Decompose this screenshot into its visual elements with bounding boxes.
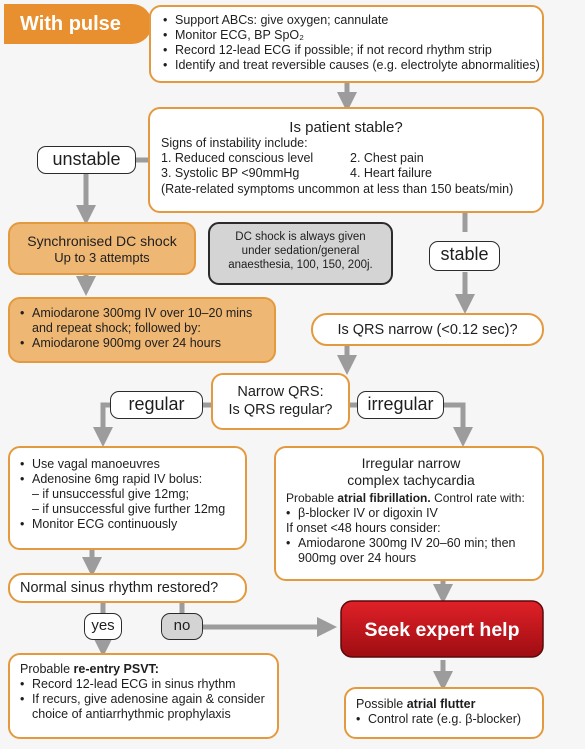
probable-af-line: Probable atrial fibrillation. Control ra… (286, 491, 536, 506)
onset-note: If onset <48 hours consider: (286, 521, 441, 535)
psvt-diagnosis: re-entry PSVT: (73, 662, 159, 676)
flutter-prefix: Possible (356, 697, 407, 711)
flutter-diagnosis: atrial flutter (406, 697, 476, 711)
psvt-prefix: Probable (20, 662, 74, 676)
flutter-item: Control rate (e.g. β-blocker) (356, 712, 538, 727)
irregular-treatment-box: Irregular narrow complex tachycardia Pro… (274, 446, 544, 581)
psvt-item: Record 12-lead ECG in sinus rhythm (20, 677, 271, 692)
initial-steps-box: Support ABCs: give oxygen; cannulate Mon… (149, 5, 544, 83)
flutter-heading: Possible atrial flutter (356, 697, 538, 712)
regular-treatment-list: Use vagal manoeuvres Adenosine 6mg rapid… (20, 457, 239, 487)
irregular-title-line2: complex tachycardia (347, 472, 475, 488)
amiodarone-list: Amiodarone 300mg IV over 10–20 mins and … (20, 306, 266, 351)
regular-treatment-list-2: Monitor ECG continuously (20, 517, 239, 532)
dc-shock-title: Synchronised DC shock (27, 233, 177, 249)
sinus-rhythm-question: Normal sinus rhythm restored? (20, 580, 219, 596)
patient-stable-box: Is patient stable? Signs of instability … (148, 107, 544, 213)
yes-label: yes (84, 613, 122, 640)
dc-shock-note-box: DC shock is always given under sedation/… (208, 222, 393, 285)
adenosine-step: – if unsuccessful give further 12mg (32, 502, 226, 516)
unstable-label: unstable (37, 146, 136, 174)
instability-intro: Signs of instability include: (161, 136, 308, 150)
with-pulse-title: With pulse (4, 4, 152, 44)
dc-shock-subtitle: Up to 3 attempts (54, 250, 150, 265)
arrow-irregular-to-treatment (444, 402, 473, 447)
probable-af-suffix: Control rate with: (430, 491, 525, 505)
instability-row-1: 1. Reduced conscious level 2. Chest pain (161, 151, 542, 166)
dc-shock-box: Synchronised DC shock Up to 3 attempts (8, 222, 196, 275)
psvt-list: Record 12-lead ECG in sinus rhythm If re… (20, 677, 271, 722)
patient-stable-question: Is patient stable? (289, 119, 403, 136)
narrow-qrs-box: Narrow QRS: Is QRS regular? (211, 373, 350, 430)
irregular-list-1: β-blocker IV or digoxin IV (286, 506, 536, 521)
initial-step: Support ABCs: give oxygen; cannulate (163, 13, 542, 28)
probable-af-prefix: Probable (286, 491, 338, 505)
with-pulse-title-text: With pulse (20, 13, 121, 35)
irregular-label: irregular (357, 391, 444, 419)
stable-label: stable (429, 241, 500, 271)
narrow-qrs-line2: Is QRS regular? (228, 402, 333, 418)
dc-shock-note: DC shock is always given under sedation/… (228, 231, 373, 271)
no-label: no (161, 613, 203, 640)
initial-steps-list: Support ABCs: give oxygen; cannulate Mon… (163, 13, 542, 73)
seek-expert-help-label: Seek expert help (365, 619, 520, 641)
flutter-box: Possible atrial flutter Control rate (e.… (344, 687, 544, 739)
psvt-item: If recurs, give adenosine again & consid… (20, 692, 271, 722)
amiodarone-item: Amiodarone 300mg IV over 10–20 mins and … (20, 306, 266, 336)
instability-sign: 2. Chest pain (350, 151, 424, 165)
qrs-narrow-question: Is QRS narrow (<0.12 sec)? (337, 322, 518, 338)
regular-treatment-box: Use vagal manoeuvres Adenosine 6mg rapid… (8, 446, 247, 550)
initial-step: Identify and treat reversible causes (e.… (163, 58, 542, 73)
instability-sign: 4. Heart failure (350, 166, 432, 180)
instability-sign: 3. Systolic BP <90mmHg (161, 166, 300, 180)
regular-treatment-item: Adenosine 6mg rapid IV bolus: (20, 472, 239, 487)
sinus-rhythm-box: Normal sinus rhythm restored? (8, 573, 247, 603)
initial-step: Monitor ECG, BP SpO₂ (163, 28, 542, 43)
rate-related-note: (Rate-related symptoms uncommon at less … (161, 182, 514, 196)
irregular-treatment-item: β-blocker IV or digoxin IV (286, 506, 536, 521)
psvt-box: Probable re-entry PSVT: Record 12-lead E… (8, 653, 279, 739)
arrow-regular-to-treatment (93, 402, 113, 447)
regular-treatment-item: Use vagal manoeuvres (20, 457, 239, 472)
instability-sign: 1. Reduced conscious level (161, 151, 314, 165)
seek-expert-help-box (340, 600, 544, 658)
flutter-list: Control rate (e.g. β-blocker) (356, 712, 538, 727)
qrs-narrow-box: Is QRS narrow (<0.12 sec)? (311, 313, 544, 346)
amiodarone-box: Amiodarone 300mg IV over 10–20 mins and … (8, 297, 276, 363)
amiodarone-item: Amiodarone 900mg over 24 hours (20, 336, 266, 351)
probable-af-diagnosis: atrial fibrillation. (337, 491, 431, 505)
regular-label: regular (110, 391, 203, 419)
irregular-title-line1: Irregular narrow (361, 455, 461, 471)
instability-row-2: 3. Systolic BP <90mmHg 4. Heart failure (161, 166, 542, 181)
irregular-list-2: Amiodarone 300mg IV 20–60 min; then 900m… (286, 536, 536, 566)
initial-step: Record 12-lead ECG if possible; if not r… (163, 43, 542, 58)
irregular-treatment-item: Amiodarone 300mg IV 20–60 min; then 900m… (286, 536, 536, 566)
psvt-heading: Probable re-entry PSVT: (20, 662, 271, 677)
narrow-qrs-line1: Narrow QRS: (237, 384, 324, 400)
adenosine-step: – if unsuccessful give 12mg; (32, 487, 190, 501)
regular-treatment-item: Monitor ECG continuously (20, 517, 239, 532)
